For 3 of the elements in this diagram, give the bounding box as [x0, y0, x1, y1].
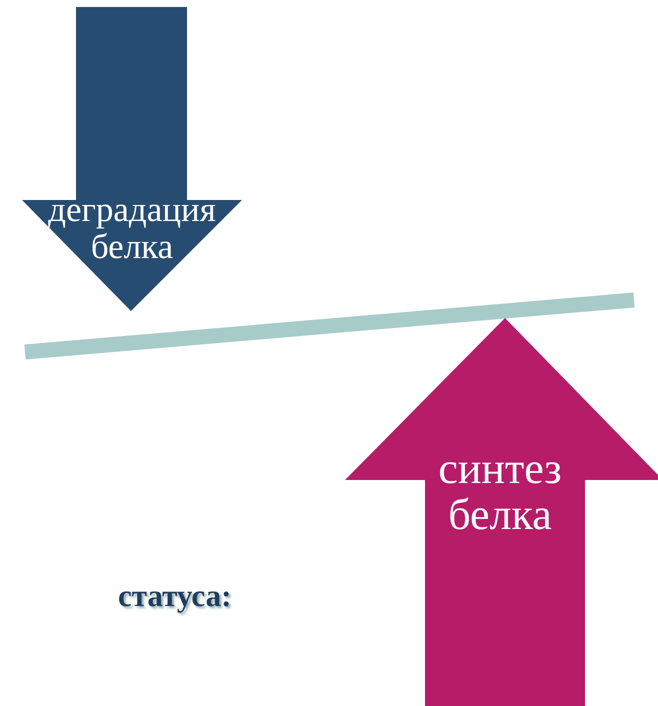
- arrow-label: синтез белка: [437, 446, 563, 538]
- heading-text: статуса:: [118, 578, 232, 614]
- arrow-label: деградация белка: [47, 192, 217, 266]
